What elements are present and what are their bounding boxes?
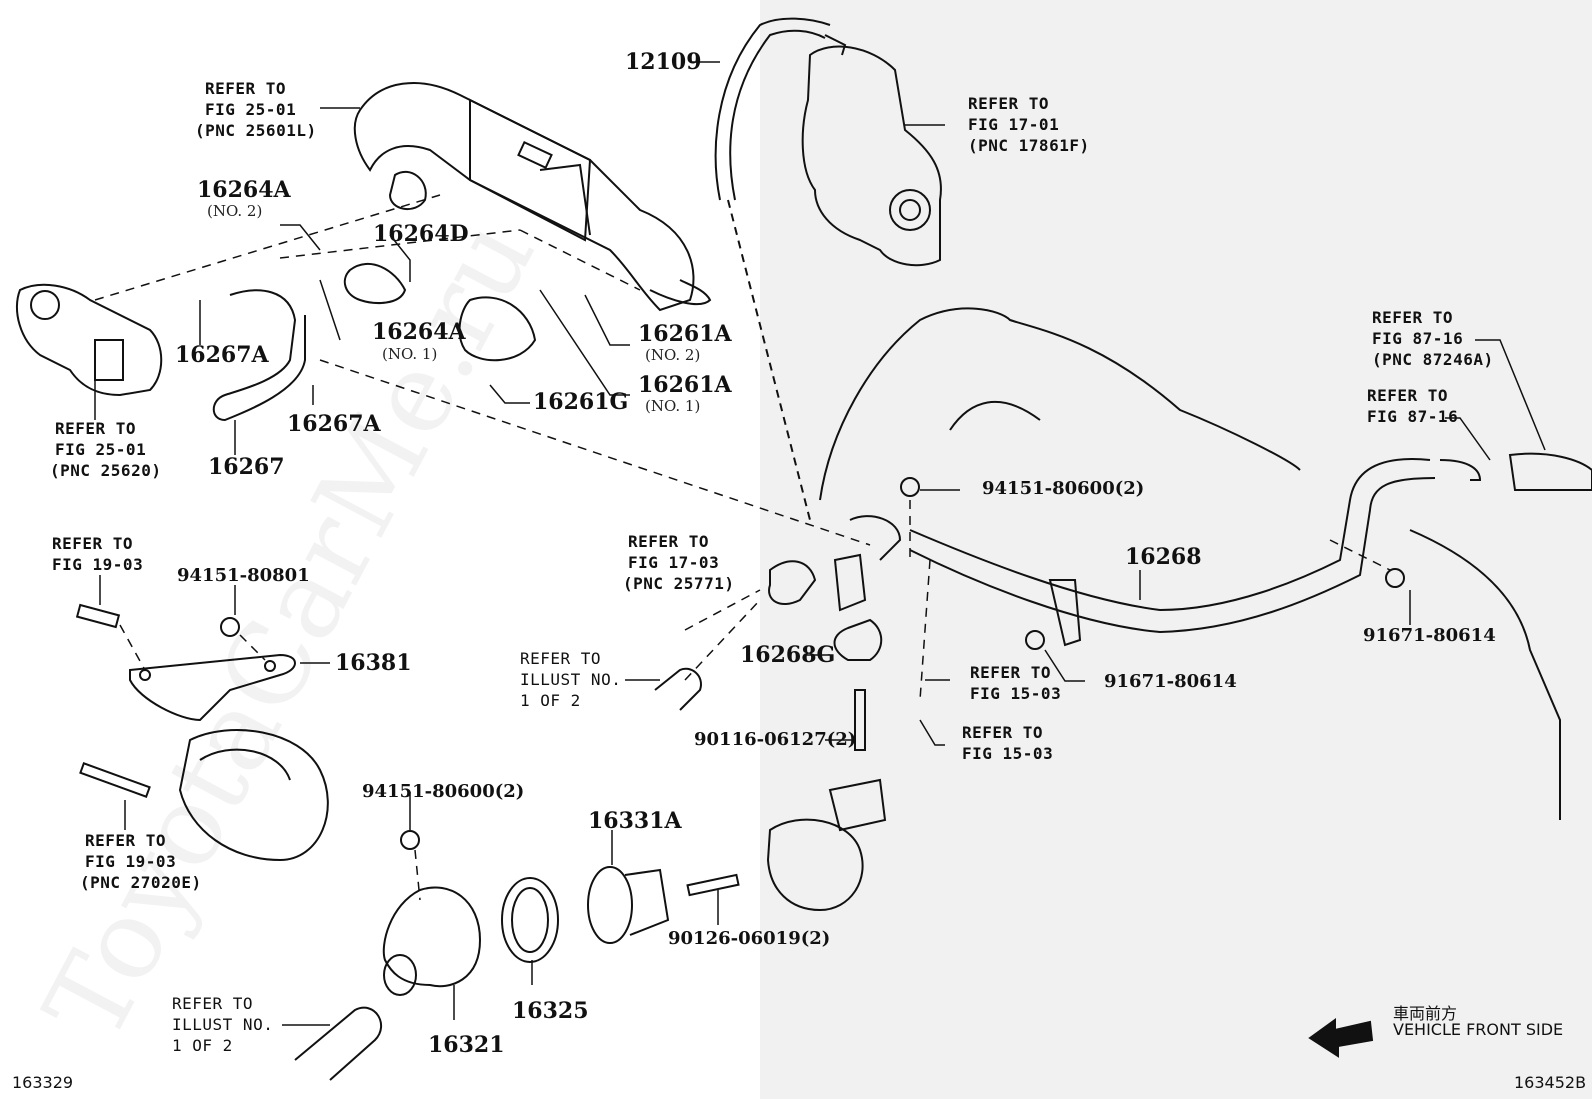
part-sub-16264A-no2: (NO. 2): [207, 202, 263, 220]
part-number-90116-06127[interactable]: 90116-06127(2): [694, 729, 857, 750]
part-sub-16261A-no1: (NO. 1): [645, 397, 701, 415]
part-number-16331A[interactable]: 16331A: [588, 808, 682, 834]
part-number-16268G[interactable]: 16268G: [740, 642, 836, 668]
part-sub-16261A-no2: (NO. 2): [645, 346, 701, 364]
part-number-16264D[interactable]: 16264D: [373, 221, 469, 247]
bolts-drawing: [75, 477, 1405, 897]
figure-id-right: 163452B: [1514, 1073, 1587, 1092]
part-number-91671-80614-center[interactable]: 91671-80614: [1104, 671, 1237, 692]
part-number-16264A-no1[interactable]: 16264A: [372, 319, 466, 345]
part-number-16381[interactable]: 16381: [335, 650, 412, 676]
part-number-91671-80614-right[interactable]: 91671-80614: [1363, 625, 1496, 646]
part-number-16325[interactable]: 16325: [512, 998, 589, 1024]
engine-outline-drawing: [819, 307, 1561, 820]
water-pump-drawing: [178, 729, 329, 862]
part-sub-16264A-no1: (NO. 1): [382, 345, 438, 363]
arrow-left-icon: [1308, 1018, 1374, 1058]
small-hoses-drawing: [212, 263, 537, 422]
part-number-94151-80600-top[interactable]: 94151-80600(2): [982, 478, 1145, 499]
hose-ends-drawing: [294, 515, 902, 1081]
egr-valve-drawing: [801, 34, 942, 267]
leader-lines: [94, 61, 1546, 1026]
background-right-panel: [760, 0, 1592, 1099]
part-number-90126-06019[interactable]: 90126-06019(2): [668, 928, 831, 949]
part-number-16261A-no1[interactable]: 16261A: [638, 372, 732, 398]
part-number-16261G[interactable]: 16261G: [533, 389, 629, 415]
part-number-16267[interactable]: 16267: [208, 454, 285, 480]
background-left-panel: [0, 0, 760, 1099]
part-number-16267A-right[interactable]: 16267A: [287, 411, 381, 437]
part-number-16321[interactable]: 16321: [428, 1032, 505, 1058]
bracket-16381-drawing: [129, 653, 296, 722]
part-number-12109[interactable]: 12109: [625, 49, 702, 75]
hose-12109-drawing: [714, 17, 831, 521]
thermostat-components-drawing: [382, 618, 887, 996]
part-number-94151-80600-bottom[interactable]: 94151-80600(2): [362, 781, 525, 802]
throttle-body-drawing: [15, 283, 163, 397]
egr-cooler-drawing: [353, 82, 712, 312]
assembly-dashed-lines: [94, 194, 1391, 901]
part-number-94151-80801[interactable]: 94151-80801: [177, 565, 310, 586]
part-number-16267A-left[interactable]: 16267A: [175, 342, 269, 368]
part-number-16264A-no2[interactable]: 16264A: [197, 177, 291, 203]
part-number-16261A-no2[interactable]: 16261A: [638, 321, 732, 347]
vehicle-front-en: VEHICLE FRONT SIDE: [1393, 1020, 1564, 1039]
water-pipe-16268-drawing: [909, 452, 1592, 647]
part-number-16268[interactable]: 16268: [1125, 544, 1202, 570]
figure-id-left: 163329: [12, 1073, 74, 1092]
vehicle-front-jp: 車両前方: [1393, 1004, 1458, 1023]
